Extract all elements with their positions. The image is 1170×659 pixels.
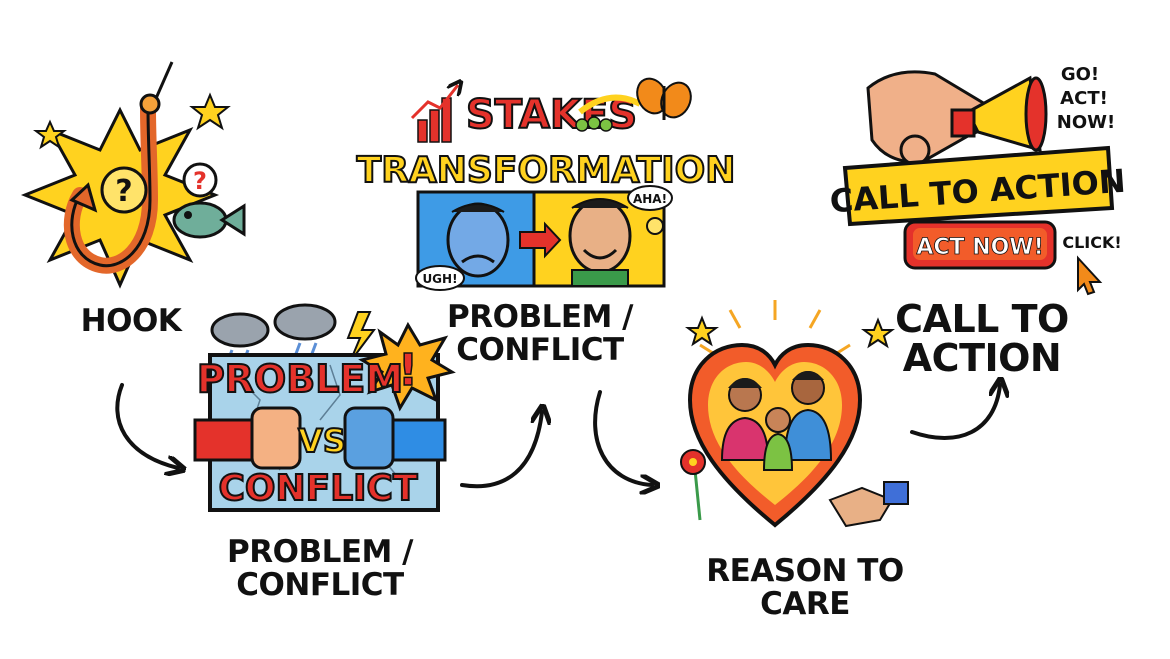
cta-banner: CALL TO ACTION [829,148,1127,224]
bubble-ugh: UGH! [422,272,457,286]
star-icon [688,318,892,346]
act-now-button: ACT NOW! [905,222,1055,268]
caption-line: CARE [690,588,920,621]
caption-line: ACTION [892,339,1072,378]
reason-to-care-illustration [681,300,908,526]
fish-icon [174,203,244,237]
art-word-problem: PROBLEM [197,357,403,401]
shout-act: ACT! [1060,88,1108,109]
bubble-aha: AHA! [633,192,667,206]
flow-arrow-care-to-cta [912,385,1000,438]
caption-line: REASON TO [690,555,920,588]
lightbulb-icon [647,218,663,234]
flow-arrow-problem-to-stakes [462,412,542,486]
question-mark-icon: ? [102,168,146,212]
art-word-vs: VS [298,422,346,460]
caption-line: CONFLICT [440,334,640,367]
caption-call-to-action: CALL TO ACTION [892,300,1072,378]
art-title-transformation: TRANSFORMATION [357,150,736,191]
caption-line: CONFLICT [205,569,435,602]
svg-text:?: ? [115,174,132,209]
caption-line: CALL TO [892,300,1072,339]
click-label: CLICK! [1062,233,1121,252]
problem-conflict-illustration: ! PROBLEM VS CONFLICT [195,305,452,510]
handshake-icon [830,482,908,526]
butterfly-icon [632,74,697,122]
shout-now: NOW! [1057,112,1115,133]
art-word-conflict: CONFLICT [218,468,417,509]
caption-line: HOOK [66,305,196,338]
rising-chart-icon [412,85,458,142]
cursor-icon [1078,258,1100,294]
caterpillar-icon [576,117,612,131]
shout-go: GO! [1061,64,1099,85]
hook-illustration: ? ? [25,62,244,285]
caption-line: PROBLEM / [440,301,640,334]
flower-icon [681,450,705,520]
act-now-button-label: ACT NOW! [916,235,1043,260]
caption-stakes: PROBLEM / CONFLICT [440,301,640,366]
flow-arrow-stakes-to-care [595,392,652,485]
face-icon [570,199,630,286]
stakes-transformation-illustration: STAKES TRANSFORMATION UGH! [357,74,736,290]
caption-reason-to-care: REASON TO CARE [690,555,920,620]
question-mark-icon: ? [184,164,216,196]
face-icon [448,204,508,276]
svg-text:?: ? [193,167,207,195]
caption-problem-conflict: PROBLEM / CONFLICT [205,536,435,601]
caption-line: PROBLEM / [205,536,435,569]
flow-arrow-hook-to-problem [117,385,178,468]
call-to-action-illustration: GO! ACT! NOW! CALL TO ACTION ACT NOW! CL… [829,64,1127,294]
megaphone-icon [952,78,1046,150]
caption-hook: HOOK [66,305,196,338]
